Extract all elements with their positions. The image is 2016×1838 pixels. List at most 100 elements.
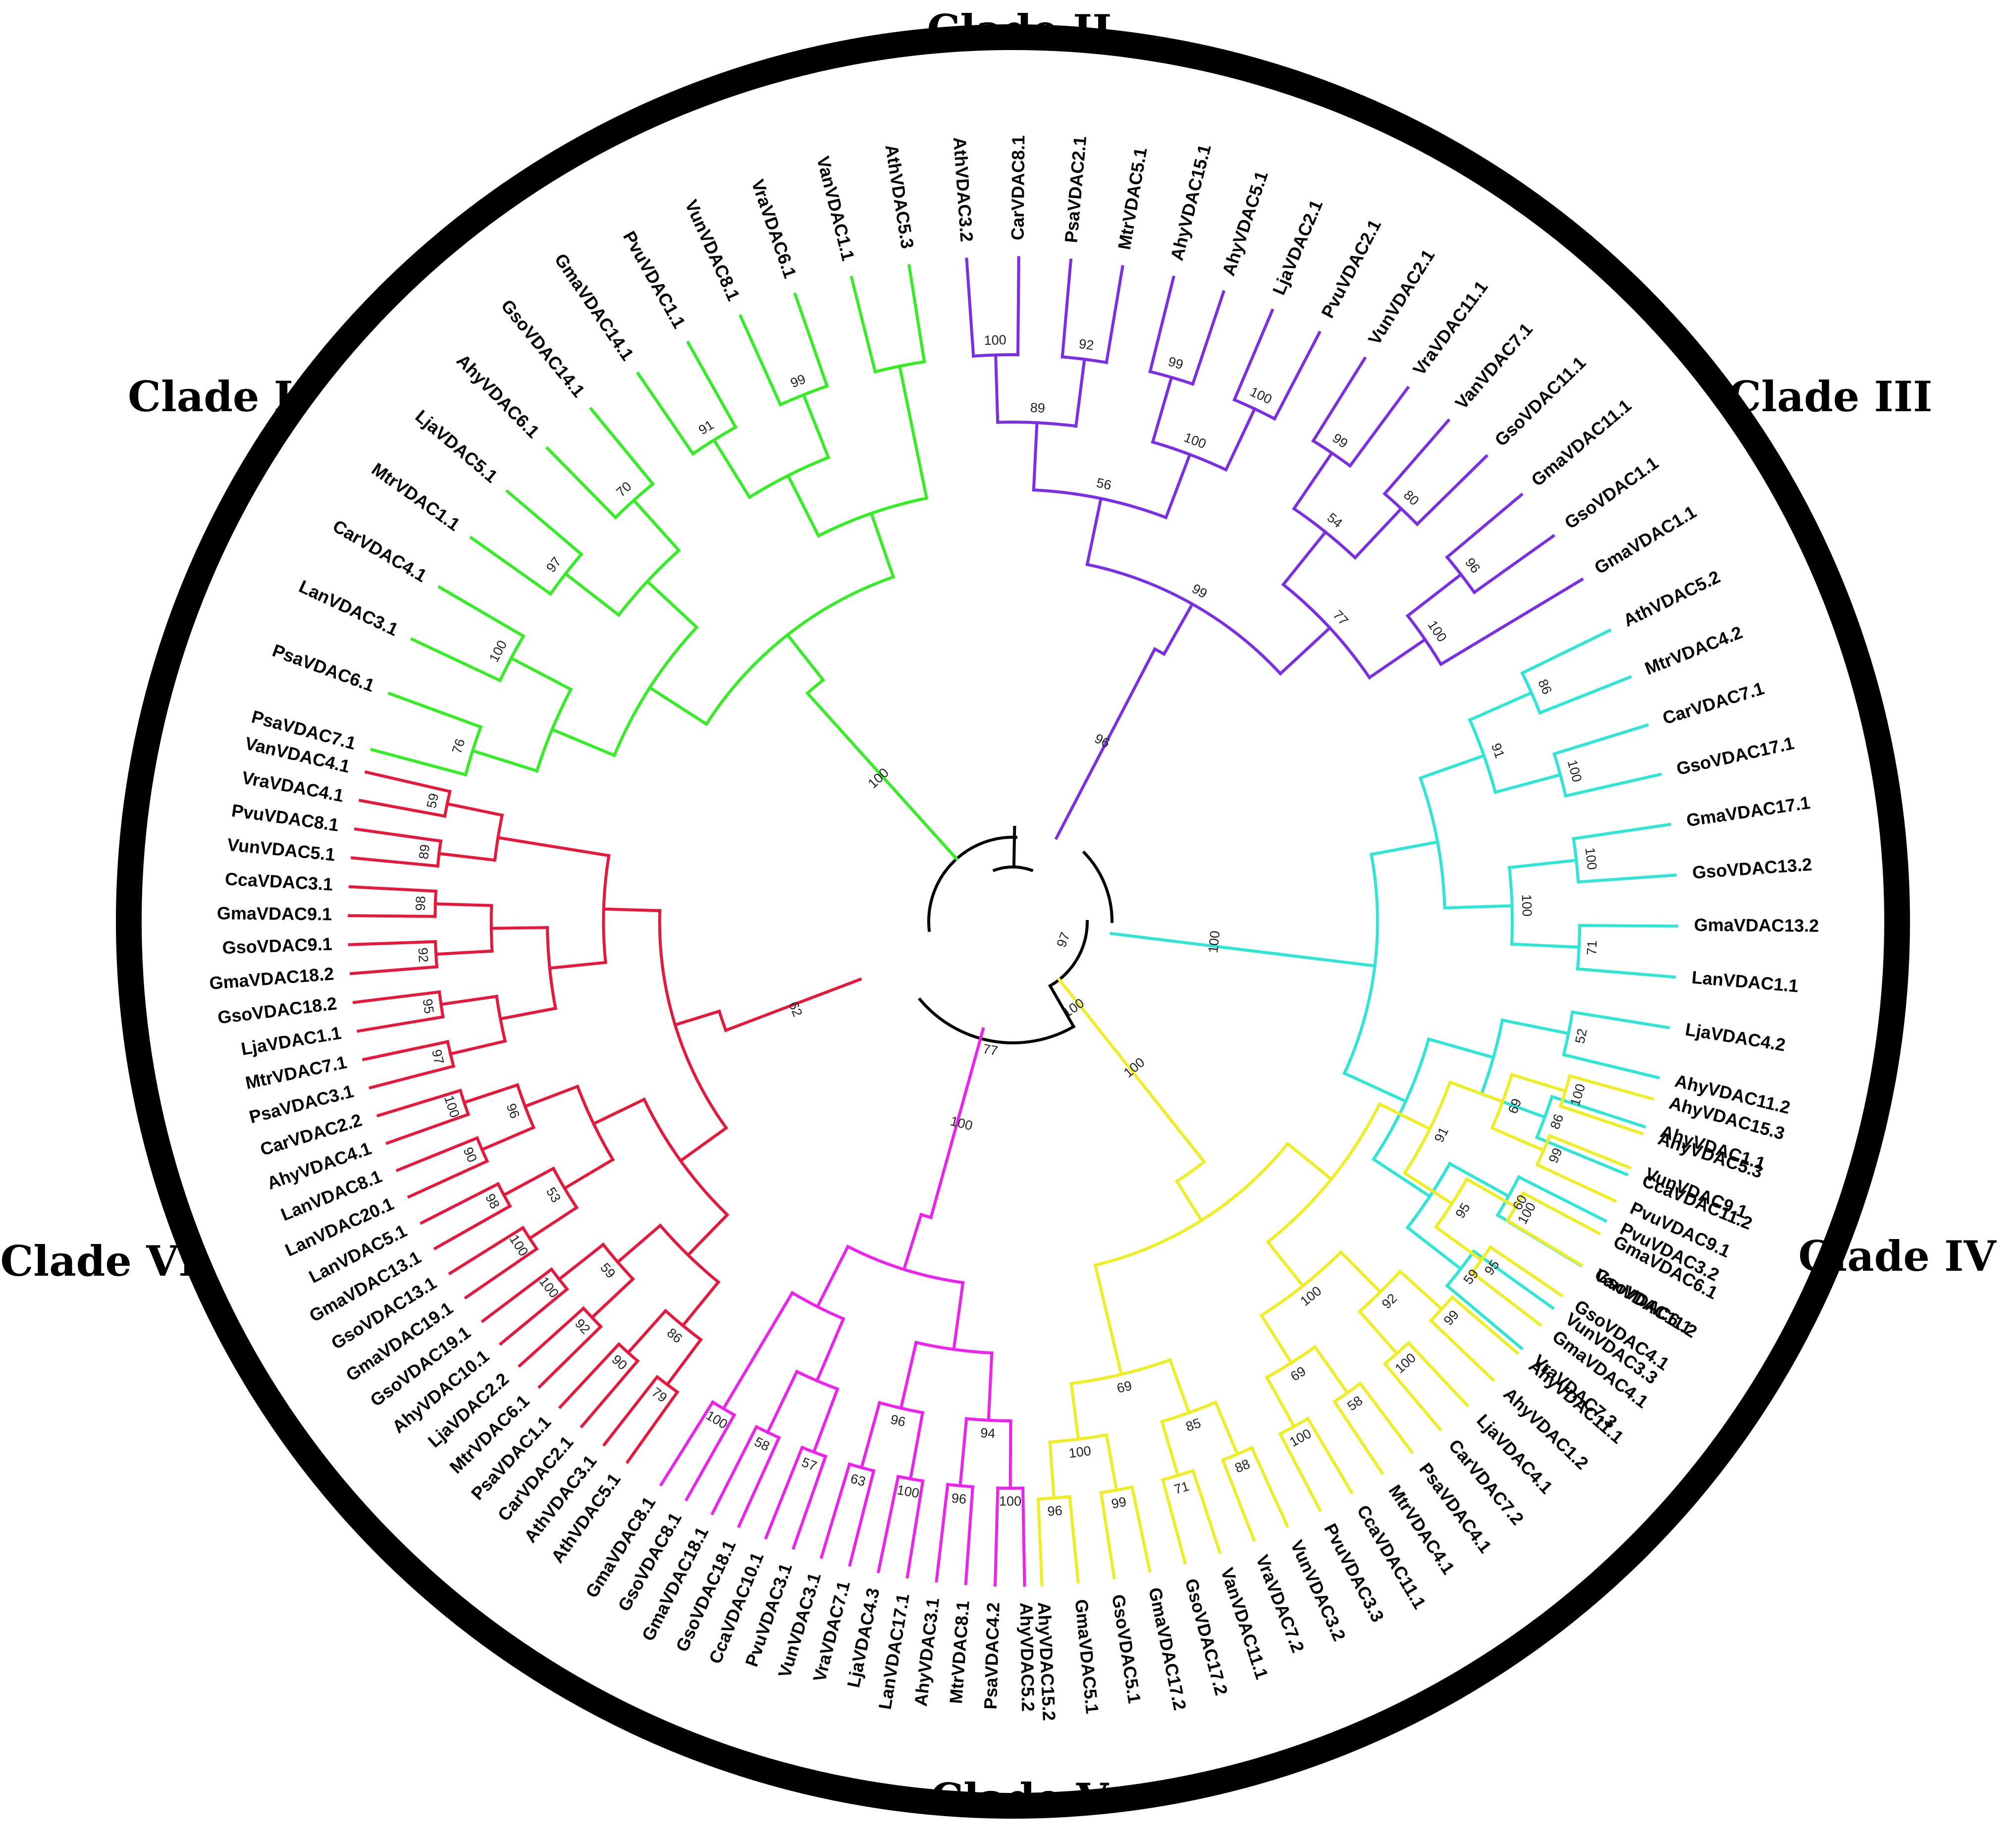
clade-label-I: Clade I bbox=[128, 372, 293, 421]
clade-V-branch bbox=[908, 1410, 925, 1481]
bootstrap-clade-III-3: 71 bbox=[1584, 940, 1599, 955]
clade-III-branch bbox=[1445, 1284, 1524, 1351]
clade-I-branch bbox=[550, 727, 617, 757]
clade-III-branch bbox=[1447, 1161, 1511, 1198]
leaf-I-9: PvuVDAC1.1 bbox=[619, 227, 690, 331]
leaf-II-2: PsaVDAC2.1 bbox=[1061, 135, 1090, 244]
leaf-V-0: AhyVDAC5.2 bbox=[1016, 1602, 1038, 1712]
clade-I-branch bbox=[647, 685, 709, 726]
clade-IV-branch bbox=[1358, 1381, 1414, 1455]
bootstrap-clade-II-5: 80 bbox=[1401, 487, 1422, 508]
backbone-arc-lower bbox=[918, 997, 1076, 1045]
leaf-I-6: AhyVDAC6.1 bbox=[453, 350, 544, 442]
leaf-I-7: GsoVDAC14.1 bbox=[497, 296, 589, 401]
clade-label-V: Clade V bbox=[930, 1774, 1110, 1823]
tree-branches bbox=[348, 256, 1679, 1587]
clade-III-branch bbox=[1427, 1037, 1495, 1060]
bootstrap-clade-II-9: 54 bbox=[1325, 510, 1345, 531]
clade-IV-branch bbox=[1488, 1245, 1564, 1297]
clade-VI-branch bbox=[480, 1267, 554, 1323]
leaf-III-7: LanVDAC1.1 bbox=[1691, 967, 1800, 996]
clade-I-branch bbox=[589, 407, 655, 487]
clade-IV-branch bbox=[1099, 1491, 1116, 1579]
bootstrap-clade-V-1: 96 bbox=[951, 1491, 967, 1507]
clade-II-trunk-arc bbox=[1153, 647, 1167, 656]
bootstrap-clade-II-8: 100 bbox=[1182, 430, 1208, 451]
clade-I-branch bbox=[545, 446, 618, 520]
clade-IV-branch bbox=[1450, 1295, 1520, 1355]
clade-IV-branch bbox=[1448, 1080, 1505, 1104]
clade-VI-branch bbox=[602, 1375, 659, 1447]
clade-VI-branch bbox=[681, 1280, 721, 1328]
clade-IV-branch bbox=[1510, 1073, 1568, 1093]
bootstrap-clade-V-7: 94 bbox=[980, 1425, 996, 1441]
clade-VI-branch bbox=[348, 914, 437, 918]
leaf-VI-24: VunVDAC5.1 bbox=[226, 834, 336, 865]
clade-IV-branch bbox=[1464, 1177, 1518, 1209]
clade-VI-branch bbox=[448, 1226, 525, 1276]
clade-IV-branch bbox=[1093, 1263, 1123, 1376]
leaf-II-9: VraVDAC11.1 bbox=[1409, 277, 1491, 379]
bootstrap-clade-III-9: 100 bbox=[1519, 894, 1535, 917]
clade-VI-branch bbox=[348, 940, 437, 946]
clade-II-branch bbox=[1405, 572, 1463, 618]
clade-VI-branch bbox=[502, 1166, 556, 1197]
clade-V-branch bbox=[876, 1474, 900, 1573]
clade-VI-branch bbox=[395, 1136, 479, 1172]
clade-VI-branch bbox=[517, 1306, 586, 1368]
clade-I-branch bbox=[712, 438, 752, 499]
leaf-V-4: LanVDAC17.1 bbox=[875, 1592, 913, 1711]
clade-V-branch bbox=[684, 1413, 737, 1502]
clade-II-branch bbox=[1415, 454, 1489, 527]
leaf-I-5: LjaVDAC5.1 bbox=[412, 406, 502, 487]
bootstrap-clade-I-1: 100 bbox=[486, 638, 510, 665]
clade-VI-branch bbox=[445, 802, 504, 817]
clade-III-branch bbox=[1535, 1135, 1629, 1177]
clade-II-branch bbox=[1367, 637, 1428, 680]
clade-VI-branch bbox=[498, 1287, 570, 1346]
clade-VI-branch bbox=[686, 1212, 730, 1257]
clade-V-branch bbox=[659, 1400, 715, 1487]
leaf-VI-22: GmaVDAC9.1 bbox=[217, 903, 332, 924]
clade-IV-branch bbox=[1161, 1478, 1187, 1565]
bootstrap-clade-III-4: 52 bbox=[1572, 1027, 1590, 1045]
clade-IV-branch bbox=[1521, 1191, 1601, 1236]
bootstrap-clade-IV-14: 92 bbox=[1379, 1291, 1400, 1311]
leaf-IV-22: GmaVDAC5.1 bbox=[1071, 1598, 1103, 1715]
clade-III-branch bbox=[1369, 840, 1439, 857]
clade-III-trunk bbox=[1316, 957, 1377, 968]
clade-V-branch bbox=[905, 1479, 925, 1579]
bootstrap-clade-IV-11: 96 bbox=[1047, 1503, 1063, 1519]
clade-V-branch bbox=[764, 1445, 804, 1540]
clade-II-branch bbox=[1292, 451, 1334, 511]
clade-II-branch bbox=[1191, 290, 1225, 386]
clade-VI-branch bbox=[615, 1223, 663, 1264]
clade-IV-branch bbox=[1505, 1218, 1583, 1267]
clade-IV-branch bbox=[1130, 1485, 1152, 1573]
leaf-III-4: GmaVDAC17.1 bbox=[1685, 792, 1811, 830]
bootstrap-clade-IV-10: 99 bbox=[1110, 1494, 1127, 1512]
clade-III-stem bbox=[1110, 932, 1320, 961]
clade-VI-branch bbox=[462, 1083, 520, 1105]
clade-IV-branch bbox=[1259, 1313, 1294, 1365]
clade-V-branch bbox=[1008, 1419, 1012, 1490]
clade-V-branch bbox=[987, 1351, 994, 1422]
clade-label-IV: Clade IV bbox=[1798, 1232, 1997, 1281]
clade-VI-branch bbox=[437, 852, 497, 862]
bootstrap-clade-IV: 100 bbox=[1121, 1055, 1148, 1081]
bootstrap-clade-III-8: 91 bbox=[1488, 741, 1507, 760]
bootstrap-clade-VI-1: 90 bbox=[609, 1352, 630, 1373]
leaf-III-5: GsoVDAC13.2 bbox=[1692, 854, 1812, 883]
clade-VI-branch bbox=[433, 1204, 512, 1250]
clade-VI-branch bbox=[364, 770, 452, 794]
clade-II-branch bbox=[1151, 375, 1173, 444]
backbone-arc-IV bbox=[1048, 919, 1089, 988]
clade-VI-branch bbox=[626, 1308, 668, 1355]
leaf-II-4: AhyVDAC15.1 bbox=[1167, 142, 1215, 263]
clade-III-branch bbox=[1578, 923, 1679, 928]
leaf-VI-21: GsoVDAC9.1 bbox=[222, 934, 332, 958]
clade-IV-branch bbox=[1214, 1400, 1239, 1457]
clade-IV-branch bbox=[1429, 1318, 1495, 1382]
clade-II-branch bbox=[1061, 258, 1073, 359]
clade-V-trunk-arc bbox=[919, 1212, 933, 1220]
